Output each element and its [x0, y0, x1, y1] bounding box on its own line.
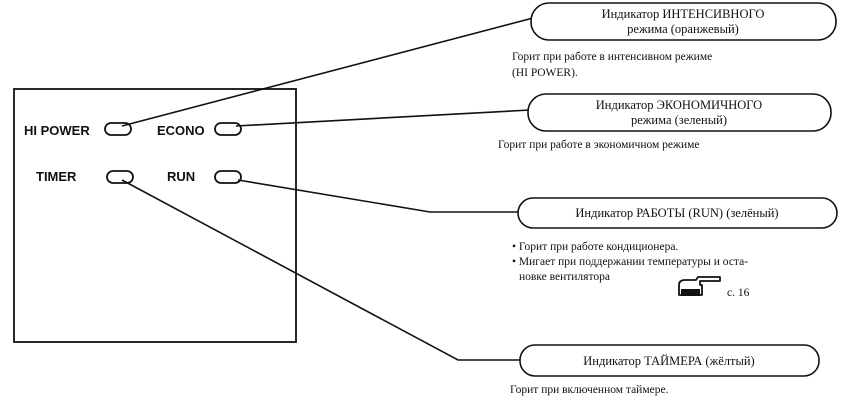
run-bullet-2-line1: • Мигает при поддержании температуры и о… [512, 256, 748, 268]
timer-description: Горит при включенном таймере. [510, 384, 669, 396]
timer-callout-box [519, 344, 820, 377]
pointing-hand-icon [678, 276, 721, 296]
hi-power-callout-box [530, 2, 837, 41]
econo-indicator-lamp [214, 122, 242, 136]
hi-power-leader-line [121, 17, 534, 127]
hi-power-description-line1: Горит при работе в интенсивном режиме [512, 51, 712, 63]
page-reference: с. 16 [727, 287, 750, 299]
econo-callout-title-line1: Индикатор ЭКОНОМИЧНОГО [596, 98, 762, 112]
indicator-panel [13, 88, 297, 343]
econo-callout-box [527, 93, 832, 132]
timer-indicator-lamp [106, 170, 134, 184]
econo-description: Горит при работе в экономичном режиме [498, 139, 700, 151]
run-bullet-1: • Горит при работе кондиционера. [512, 241, 678, 253]
run-bullet-2-line2: новке вентилятора [519, 271, 610, 283]
econo-leader-line [235, 109, 531, 127]
hi-power-label: HI POWER [24, 123, 90, 138]
timer-callout-title: Индикатор ТАЙМЕРА (жёлтый) [583, 354, 754, 368]
run-callout-box [517, 197, 838, 229]
run-leader-line [237, 179, 520, 213]
timer-leader-line [121, 179, 522, 361]
hi-power-callout-title-line1: Индикатор ИНТЕНСИВНОГО [602, 7, 765, 21]
timer-label: TIMER [36, 169, 77, 184]
hi-power-description-line2: (HI POWER). [512, 67, 578, 79]
run-indicator-lamp [214, 170, 242, 184]
hi-power-callout-title-line2: режима (оранжевый) [627, 22, 739, 36]
econo-label: ECONO [157, 123, 205, 138]
econo-callout-title-line2: режима (зеленый) [631, 113, 727, 127]
run-label: RUN [167, 169, 195, 184]
run-callout-title: Индикатор РАБОТЫ (RUN) (зелёный) [575, 206, 778, 220]
